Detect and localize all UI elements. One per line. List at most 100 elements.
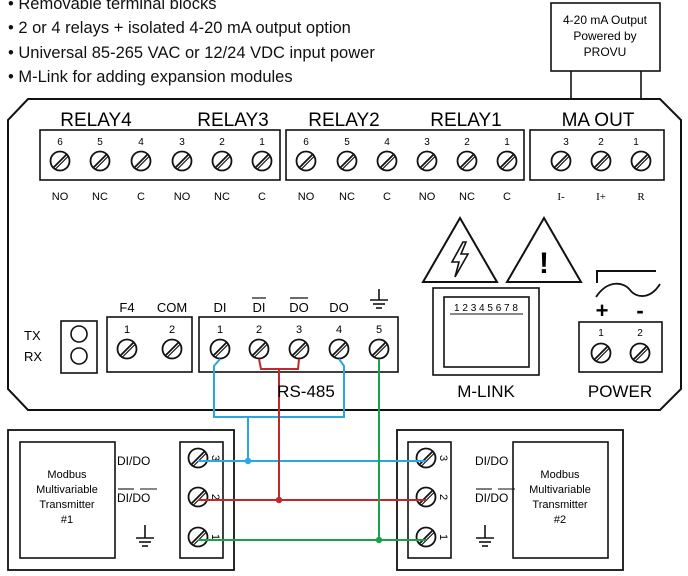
relay4-label: RELAY4 xyxy=(60,110,132,131)
shock-hazard-icon xyxy=(421,216,499,283)
ma-output-callout: 4-20 mA Output Powered by PROVU xyxy=(550,2,661,72)
terminal-name: C xyxy=(383,191,391,203)
terminal-name: NC xyxy=(459,191,475,203)
tx-rx-leds xyxy=(60,320,98,374)
do-label: DO xyxy=(329,300,349,315)
feature-bullet: • 2 or 4 relays + isolated 4-20 mA outpu… xyxy=(8,19,351,37)
pin-number: 1 xyxy=(217,324,223,336)
transmitter-label: Transmitter xyxy=(532,499,588,511)
pin-number: 2 xyxy=(219,137,225,148)
pin-number: 3 xyxy=(424,137,430,148)
wire-junction xyxy=(275,496,283,504)
relay1-label: RELAY1 xyxy=(430,110,501,131)
terminal-name: NO xyxy=(419,191,436,203)
wire-junction xyxy=(375,536,383,544)
pin-number: 5 xyxy=(376,324,382,336)
pin-number: 1 xyxy=(598,328,604,339)
terminal-name: I- xyxy=(557,191,565,203)
terminal-name: NC xyxy=(92,191,108,203)
di-do-bar-label: DI/DO xyxy=(117,491,150,505)
callout-line: 4-20 mA Output xyxy=(563,13,648,27)
pin-number: 4 xyxy=(138,137,144,148)
mlink-label: M-LINK xyxy=(457,382,515,401)
pin-number: 5 xyxy=(97,137,103,148)
pin-number: 3 xyxy=(179,137,185,148)
power-minus: - xyxy=(636,298,643,323)
pin-number: 2 xyxy=(464,137,470,148)
terminal-name: NO xyxy=(298,191,315,203)
mlink-connector: 1 2 3 4 5 6 7 8 xyxy=(432,287,540,376)
mlink-pins: 1 2 3 4 5 6 7 8 xyxy=(454,303,518,314)
terminal-name: NC xyxy=(339,191,355,203)
di-do-label: DI/DO xyxy=(475,454,508,468)
pin-number: 5 xyxy=(344,137,350,148)
relay-screws xyxy=(49,150,652,172)
transmitter-label: Multivariable xyxy=(529,484,591,496)
pin-number: 1 xyxy=(504,137,510,148)
pin-number: 2 xyxy=(598,137,604,148)
pin-number: 6 xyxy=(303,137,309,148)
terminal-name: NC xyxy=(214,191,230,203)
pin-number: 1 xyxy=(124,324,130,336)
transmitter-label: Modbus xyxy=(540,469,580,481)
pin-number: 1 xyxy=(633,137,639,148)
feature-bullet: • Universal 85-265 VAC or 12/24 VDC inpu… xyxy=(8,44,375,62)
feature-bullet: • Removable terminal blocks xyxy=(8,0,217,13)
power-plus: + xyxy=(596,298,609,323)
pin-number: 1 xyxy=(437,534,449,540)
warning-icon: ! xyxy=(505,216,583,283)
transmitter-label: #1 xyxy=(61,514,73,526)
pin-number: 2 xyxy=(256,324,262,336)
power-label: POWER xyxy=(588,382,652,401)
pin-number: 1 xyxy=(209,534,221,540)
pin-number: 2 xyxy=(437,494,449,500)
ma-out-label: MA OUT xyxy=(562,110,635,131)
relay2-label: RELAY2 xyxy=(308,110,379,131)
terminal-name: I+ xyxy=(596,191,606,203)
pin-number: 4 xyxy=(384,137,390,148)
callout-line: PROVU xyxy=(584,45,627,59)
pin-number: 2 xyxy=(637,328,643,339)
terminal-name: C xyxy=(137,191,145,203)
di-do-bar-label: DI/DO xyxy=(475,491,508,505)
transmitter-label: Multivariable xyxy=(36,484,98,496)
warning-mark: ! xyxy=(539,247,549,280)
terminal-name: C xyxy=(503,191,511,203)
com-label: COM xyxy=(157,300,187,315)
pin-number: 6 xyxy=(57,137,63,148)
di-bar-label: DI xyxy=(253,300,266,315)
relay3-label: RELAY3 xyxy=(197,110,268,131)
ground-icon xyxy=(476,525,494,547)
callout-line: Powered by xyxy=(573,29,636,43)
ground-icon xyxy=(136,525,154,547)
do-bar-label: DO xyxy=(289,300,309,315)
pin-number: 3 xyxy=(296,324,302,336)
di-do-label: DI/DO xyxy=(117,454,150,468)
pin-number: 1 xyxy=(259,137,265,148)
transmitter-label: Transmitter xyxy=(39,499,95,511)
terminal-name: NO xyxy=(174,191,191,203)
terminal-name: NO xyxy=(52,191,69,203)
pin-number: 3 xyxy=(209,455,221,461)
relay-terminal-block xyxy=(39,129,665,181)
f4-label: F4 xyxy=(119,300,134,315)
power-terminal-block xyxy=(578,321,663,373)
ac-power-icon xyxy=(596,270,656,283)
rx-label: RX xyxy=(24,349,42,364)
transmitter-label: Modbus xyxy=(47,469,87,481)
di-label: DI xyxy=(214,300,227,315)
serial-terminal-block xyxy=(106,316,399,373)
pin-number: 4 xyxy=(336,324,342,336)
pin-number: 3 xyxy=(563,137,569,148)
pin-number: 2 xyxy=(169,324,175,336)
terminal-name: R xyxy=(637,191,645,203)
pin-number: 3 xyxy=(437,455,449,461)
ground-icon xyxy=(370,289,388,309)
rs485-label: RS-485 xyxy=(277,382,335,401)
feature-bullet: • M-Link for adding expansion modules xyxy=(8,68,293,86)
terminal-name: C xyxy=(258,191,266,203)
wire-junction xyxy=(244,457,252,465)
transmitter-label: #2 xyxy=(554,514,566,526)
pin-number: 2 xyxy=(209,494,221,500)
